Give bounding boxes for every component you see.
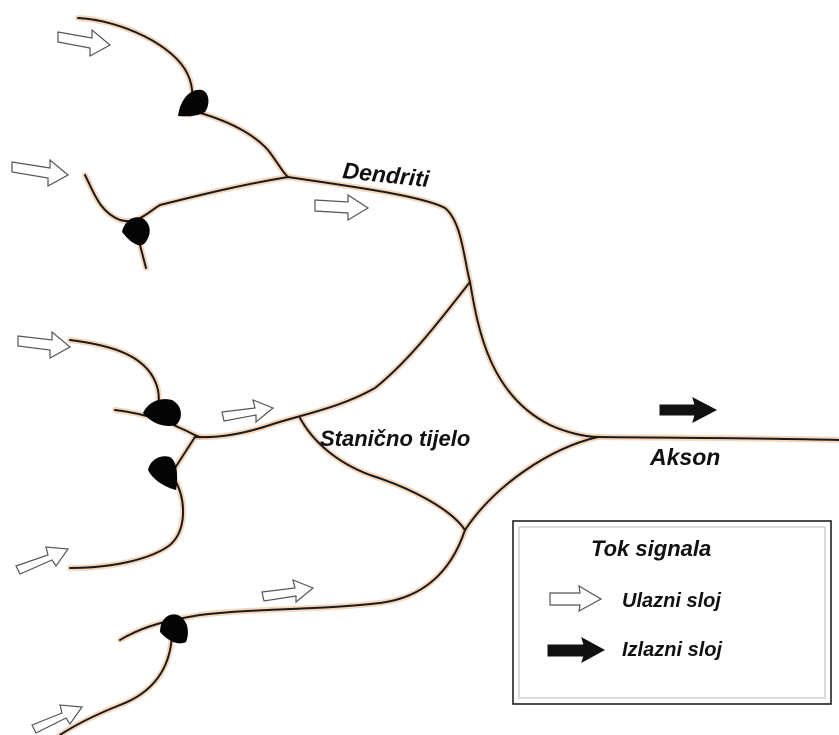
synapse-icon xyxy=(178,89,209,117)
synapse-icon xyxy=(160,614,188,644)
cell-body-label: Stanično tijelo xyxy=(320,426,470,451)
dendrite-branch-second xyxy=(84,174,289,223)
cell-body-lower-right-edge xyxy=(464,436,599,531)
input-arrow-icon xyxy=(314,193,370,222)
legend-output-arrow-icon xyxy=(547,636,606,664)
nerve-fibres xyxy=(59,17,839,735)
legend-input-label: Ulazni sloj xyxy=(622,590,721,612)
input-arrow-icon xyxy=(15,546,70,575)
synapses xyxy=(122,89,209,644)
cell-body-lower-edge xyxy=(299,417,466,531)
axon-fibre xyxy=(597,436,839,441)
input-arrow-icon xyxy=(11,158,70,188)
input-arrow-icon xyxy=(31,704,84,734)
synapse-icon xyxy=(148,456,178,490)
synapse-icon xyxy=(143,399,181,426)
dendrite-branch-fifth-tail xyxy=(59,629,173,735)
dendrite-branch-third-stub xyxy=(114,409,201,438)
legend-frame xyxy=(512,520,832,705)
output-arrow-icon xyxy=(659,397,718,423)
legend-title: Tok signala xyxy=(591,536,711,561)
legend-inner-frame xyxy=(518,526,826,699)
cell-body-right-edge xyxy=(469,281,599,438)
synapse-icon xyxy=(122,217,150,246)
input-arrow-icon xyxy=(221,399,275,424)
axon-label: Akson xyxy=(649,444,720,470)
input-arrows xyxy=(11,28,370,734)
legend-input-arrow-icon xyxy=(549,584,603,613)
input-arrow-icon xyxy=(57,28,112,58)
input-arrow-icon xyxy=(17,330,72,360)
dendrite-branch-top-link xyxy=(189,109,289,178)
dendrite-branch-fourth-link xyxy=(174,436,196,469)
legend-output-label: Izlazni sloj xyxy=(622,639,722,661)
dendrite-branch-fourth xyxy=(69,479,185,569)
input-arrow-icon xyxy=(261,579,315,604)
legend: Tok signala Ulazni sloj Izlazni sloj xyxy=(512,520,832,705)
dendrite-trunk-upper xyxy=(287,176,471,283)
dendrite-branch-second-tail xyxy=(139,244,147,269)
cell-body-upper-edge xyxy=(194,281,471,439)
